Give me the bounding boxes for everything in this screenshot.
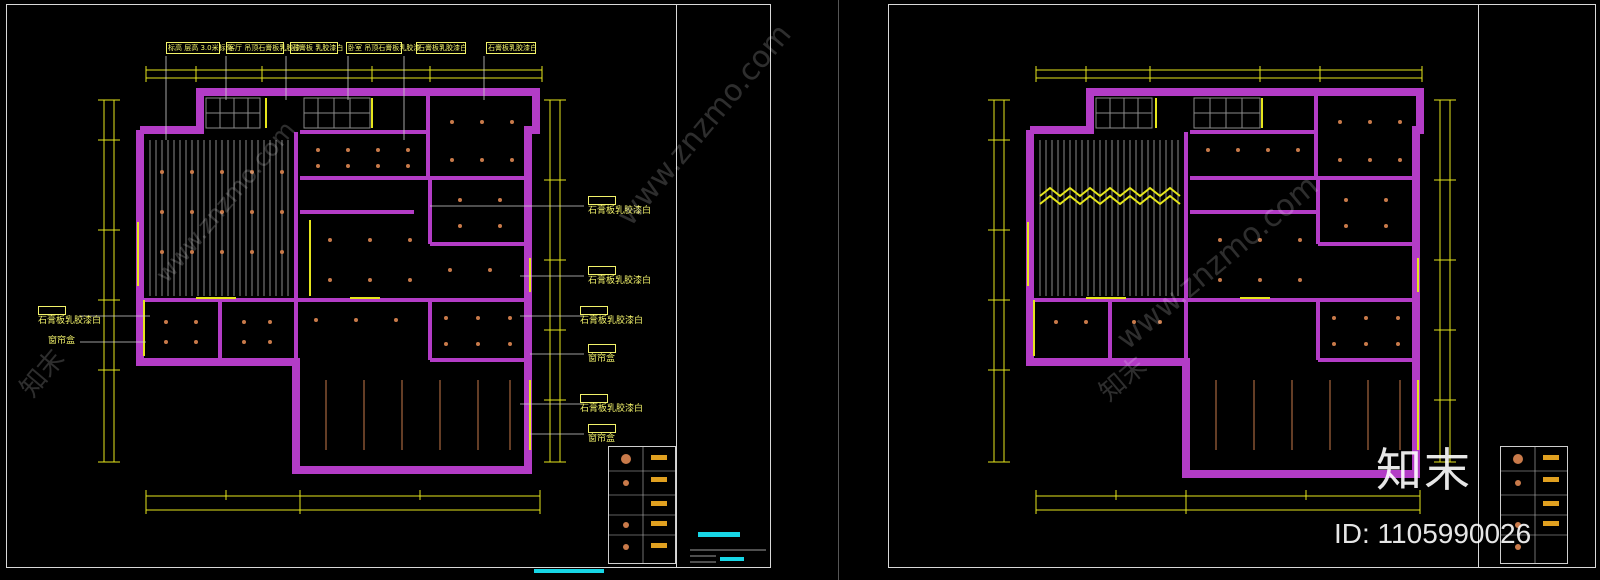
right-side-dimension-lines (544, 99, 566, 463)
callout-tag-box (38, 306, 66, 315)
right-legend-table (1500, 446, 1568, 564)
left-top-tag-6: 石膏板乳胶漆白 (486, 42, 537, 54)
callout-tag-box (588, 196, 616, 205)
callout-tag-box (588, 266, 616, 275)
sheet-separator-line (838, 0, 839, 580)
left-legend-symbols (609, 447, 675, 563)
left-top-tile-rooms (205, 97, 371, 129)
left-callout-1: 石膏板乳胶漆白 (38, 306, 101, 326)
left-title-lines (690, 549, 766, 563)
callout-tag-box (580, 394, 608, 403)
left-title-strip-line (676, 4, 677, 567)
brand-id-label: ID: 1105990026 (1334, 518, 1532, 549)
right-callout-1: 石膏板乳胶漆白 (588, 196, 651, 216)
left-callout-1-text: 石膏板乳胶漆白 (38, 316, 102, 326)
right-exterior-walls (1026, 88, 1424, 478)
right-drawing-sheet: www.znzmo.com 知末 知末 ID: 1105990026 (880, 0, 1600, 580)
callout-tag-box (580, 306, 608, 315)
right-callout-2-text: 石膏板乳胶漆白 (588, 276, 652, 286)
right-callout-4: 窗帘盒 (588, 344, 619, 364)
right-window-marks (1027, 98, 1419, 450)
right-callout-6: 窗帘盒 (588, 424, 619, 444)
left-bottom-dimension-lines (145, 490, 541, 514)
left-interior-walls (140, 92, 528, 470)
left-top-tag-5: 石膏板乳胶漆白 (416, 42, 467, 54)
left-window-marks (137, 98, 531, 450)
right-callout-3-text: 石膏板乳胶漆白 (580, 316, 644, 326)
right-callout-2: 石膏板乳胶漆白 (588, 266, 651, 286)
left-outer-frame (6, 4, 771, 568)
left-cyan-bars (534, 532, 744, 573)
left-floor-plan (80, 56, 766, 573)
left-top-tag-4: 卧室 吊顶石膏板乳胶漆 (346, 42, 421, 54)
brand-logo: 知末 (1376, 443, 1472, 497)
right-callout-6-text: 窗帘盒 (588, 434, 616, 444)
right-floor-plan (988, 66, 1456, 514)
right-bottom-dimension-lines (1035, 490, 1421, 514)
left-top-tag-1: 标高 层高 3.0米标高 (166, 42, 233, 54)
left-light-fixtures (160, 120, 514, 346)
right-linear-lights (1215, 380, 1401, 450)
right-light-fixtures (1054, 120, 1402, 346)
right-right-dimension-lines (1434, 99, 1456, 463)
right-left-dimension-lines (988, 99, 1010, 463)
right-title-strip-line (1478, 4, 1479, 567)
left-top-tag-3: 石膏板 乳胶漆白 (290, 42, 344, 54)
callout-tag-box (588, 424, 616, 433)
right-callout-4-text: 窗帘盒 (588, 354, 616, 364)
left-callout-2: 窗帘盒 (48, 336, 75, 346)
left-exterior-walls (136, 88, 540, 474)
left-leader-lines (80, 56, 584, 435)
right-interior-walls (1030, 92, 1416, 474)
right-top-tile-rooms (1095, 97, 1261, 129)
left-top-tag-2: 客厅 吊顶石膏板乳胶漆 (226, 42, 301, 54)
right-callout-1-text: 石膏板乳胶漆白 (588, 206, 652, 216)
right-top-dimension-lines (1035, 66, 1423, 82)
left-legend-table (608, 446, 676, 564)
left-top-dimension-lines (145, 66, 543, 82)
right-callout-5: 石膏板乳胶漆白 (580, 394, 643, 414)
left-ceiling-grille (149, 140, 289, 296)
right-legend-symbols (1501, 447, 1567, 563)
right-led-strip (1039, 186, 1181, 206)
right-callout-5-text: 石膏板乳胶漆白 (580, 404, 644, 414)
callout-tag-box (588, 344, 616, 353)
left-side-dimension-lines (98, 99, 120, 463)
right-ceiling-grille (1039, 140, 1179, 296)
left-callout-2-text: 窗帘盒 (48, 336, 76, 346)
left-drawing-sheet: 标高 层高 3.0米标高 客厅 吊顶石膏板乳胶漆 石膏板 乳胶漆白 卧室 吊顶石… (0, 0, 799, 580)
right-outer-frame (888, 4, 1596, 568)
right-callout-3: 石膏板乳胶漆白 (580, 306, 643, 326)
left-linear-lights (325, 380, 511, 450)
